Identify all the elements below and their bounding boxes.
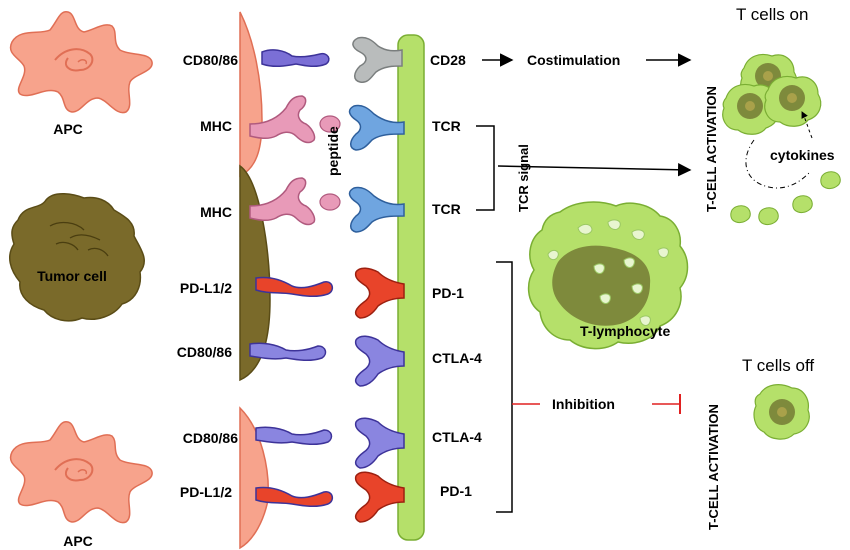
right-label-tcr: TCR: [432, 201, 461, 217]
apc-top-cell: [9, 11, 153, 114]
right-label-cd28: CD28: [430, 52, 466, 68]
apc-membrane-top: [239, 11, 263, 178]
right-label-ctla-4: CTLA-4: [432, 350, 482, 366]
ctla-4-receptor: [354, 335, 405, 387]
inhibition-bracket: [496, 261, 513, 513]
costimulation-label: Costimulation: [527, 52, 620, 68]
inhibition-label: Inhibition: [552, 396, 615, 412]
tcr-receptor: [348, 186, 405, 233]
right-label-ctla-4: CTLA-4: [432, 429, 482, 445]
left-label-pd-l1-2: PD-L1/2: [180, 484, 232, 500]
tumor-cell-label: Tumor cell: [37, 268, 107, 284]
cd28-receptor: [352, 36, 403, 84]
apc-bottom-cell: [9, 421, 153, 524]
tcr-signal-bracket: [476, 125, 495, 211]
cd80-86-ligand: [261, 49, 330, 68]
apc-top-label: APC: [53, 121, 83, 137]
left-label-cd80-86: CD80/86: [183, 430, 238, 446]
tcr-receptor: [348, 104, 405, 151]
cd80-86-ligand: [249, 342, 327, 362]
pd-1-receptor: [354, 267, 405, 319]
right-label-tcr: TCR: [432, 118, 461, 134]
tcr-signal-label: TCR signal: [516, 144, 531, 212]
t-cells-off-title: T cells off: [742, 356, 814, 375]
activated-t-cell-cluster: [722, 53, 822, 135]
mhc-molecule: [249, 177, 316, 226]
receptor-labels: CD28 TCR TCR PD-1 CTLA-4 CTLA-4 PD-1: [430, 52, 482, 499]
peptide-label: peptide: [325, 126, 341, 176]
pd-1-receptor: [354, 471, 405, 523]
ligand-labels: CD80/86 MHC MHC PD-L1/2 CD80/86 CD80/86 …: [177, 52, 238, 500]
apc-bottom-label: APC: [63, 533, 93, 549]
pd-l1-2-ligand: [255, 486, 334, 508]
cd80-86-ligand: [255, 426, 333, 446]
peptide-molecule: [319, 115, 341, 133]
right-label-pd-1: PD-1: [432, 285, 464, 301]
cytokine-dashed-arrow: [801, 111, 813, 139]
t-cell-activation-off-label: T-CELL ACTIVATION: [706, 404, 721, 530]
cytokine-droplets: [730, 171, 841, 225]
left-label-mhc: MHC: [200, 204, 232, 220]
left-label-cd80-86: CD80/86: [177, 344, 232, 360]
left-label-pd-l1-2: PD-L1/2: [180, 280, 232, 296]
ctla-4-receptor: [354, 417, 405, 469]
peptide-molecule: [319, 193, 341, 211]
left-label-mhc: MHC: [200, 118, 232, 134]
tcr-signal-arrow: [497, 163, 692, 177]
mhc-molecule: [249, 95, 316, 144]
t-cell-activation-on-label: T-CELL ACTIVATION: [704, 86, 719, 212]
left-label-cd80-86: CD80/86: [183, 52, 238, 68]
t-cells-on-title: T cells on: [736, 5, 808, 24]
cytokines-label: cytokines: [770, 147, 835, 163]
inactive-t-cell: [753, 384, 810, 440]
pd-l1-2-ligand: [255, 276, 334, 298]
tumor-cell: [8, 193, 145, 322]
t-lymphocyte-label: T-lymphocyte: [580, 323, 670, 339]
t-lymphocyte-cell: [527, 201, 689, 350]
right-label-pd-1: PD-1: [440, 483, 472, 499]
